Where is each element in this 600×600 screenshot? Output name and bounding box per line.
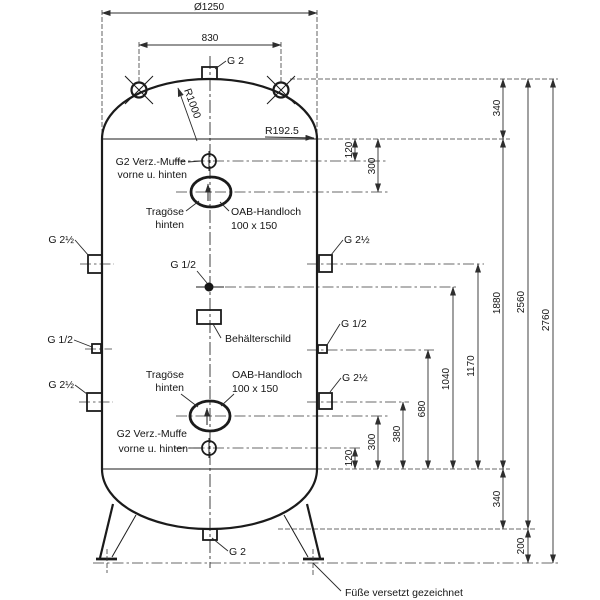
knuckle-radius-label: R192.5: [265, 125, 299, 137]
left-lower-nozzle-label: G 2½: [48, 379, 74, 391]
upper-muffe-label-2: vorne u. hinten: [118, 169, 188, 181]
left-upper-nozzle-label: G 2½: [48, 234, 74, 246]
left-upper-g2half-nozzle: [87, 254, 103, 274]
center-fitting-label: G 1/2: [170, 259, 196, 271]
dim-total-height: 2760: [541, 308, 552, 331]
top-nozzle-label: G 2: [227, 55, 244, 67]
lifting-eye-right: [272, 81, 290, 99]
right-lower-nozzle-label: G 2½: [342, 372, 368, 384]
bottom-nozzle-label: G 2: [229, 546, 246, 558]
dim-diameter: Ø1250: [194, 2, 224, 13]
right-upper-g2half-nozzle: [318, 254, 333, 273]
right-lower-g2half-nozzle: [318, 392, 333, 410]
upper-handhole-label-1: OAB-Handloch: [231, 206, 301, 218]
dim-eye-spacing: 830: [202, 33, 219, 44]
dim-nozzle-center: 1040: [441, 367, 452, 390]
left-g-half-nozzle: [91, 343, 102, 354]
left-middle-nozzle-label: G 1/2: [47, 334, 73, 346]
dim-muffe-bottom: 120: [344, 449, 355, 466]
dim-nozzle-mid-side: 680: [417, 400, 428, 417]
centerlines: [79, 56, 211, 568]
dimension-texts: Ø1250 830 120 300 340 1880 120 300 380 6…: [194, 2, 552, 554]
right-g-half-nozzle: [317, 344, 328, 354]
lower-lug-label-1: Tragöse: [146, 369, 184, 381]
dim-height-no-legs: 2560: [516, 290, 527, 313]
dim-dish-height: 340: [492, 490, 503, 507]
vessel-outline: [100, 77, 319, 531]
right-middle-nozzle-label: G 1/2: [341, 318, 367, 330]
bottom-dish: [100, 468, 319, 531]
upper-handhole-label-2: 100 x 150: [231, 220, 277, 232]
top-g2-nozzle: [201, 66, 218, 80]
bottom-g2-nozzle: [202, 528, 218, 541]
upper-lug-label-2: hinten: [155, 219, 184, 231]
lifting-eyes: [124, 75, 296, 105]
feet-note: Füße versetzt gezeichnet: [345, 587, 463, 599]
nozzle-symbols: [86, 66, 333, 541]
lower-handhole-label-1: OAB-Handloch: [232, 369, 302, 381]
crown-radius-label: R1000: [181, 87, 203, 120]
lower-handhole: [188, 399, 232, 433]
radius-callouts: R1000 R192.5: [177, 87, 315, 142]
lower-muffe-label-1: G2 Verz.-Muffe: [117, 428, 188, 440]
lower-muffe-label-2: vorne u. hinten: [119, 443, 189, 455]
dimension-lines: [101, 10, 556, 564]
dim-leg-height: 200: [516, 537, 527, 554]
label-leaders: [73, 60, 344, 592]
labels: G 2 G2 Verz.-Muffe vorne u. hinten Tragö…: [47, 55, 463, 599]
upper-handhole: [189, 175, 233, 209]
dim-muffe-top: 120: [344, 141, 355, 158]
dim-dome-height: 340: [492, 99, 503, 116]
upper-muffe-label-1: G2 Verz.-Muffe: [116, 156, 187, 168]
nameplate-label: Behälterschild: [225, 333, 291, 345]
extension-lines: [93, 9, 558, 564]
lower-handhole-label-2: 100 x 150: [232, 383, 278, 395]
dim-nozzle-lower-side: 380: [392, 425, 403, 442]
dim-handhole-top: 300: [367, 157, 378, 174]
dim-shell-length: 1880: [492, 291, 503, 314]
support-legs: [96, 503, 324, 575]
nameplate-symbol: [196, 309, 222, 325]
lifting-eye-left: [130, 81, 148, 99]
dim-nozzle-upper-side: 1170: [466, 355, 477, 377]
dim-handhole-bottom: 300: [367, 433, 378, 450]
right-upper-nozzle-label: G 2½: [344, 234, 370, 246]
left-lower-g2half-nozzle: [86, 392, 103, 412]
lower-lug-label-2: hinten: [155, 382, 184, 394]
upper-lug-label-1: Tragöse: [146, 206, 184, 218]
